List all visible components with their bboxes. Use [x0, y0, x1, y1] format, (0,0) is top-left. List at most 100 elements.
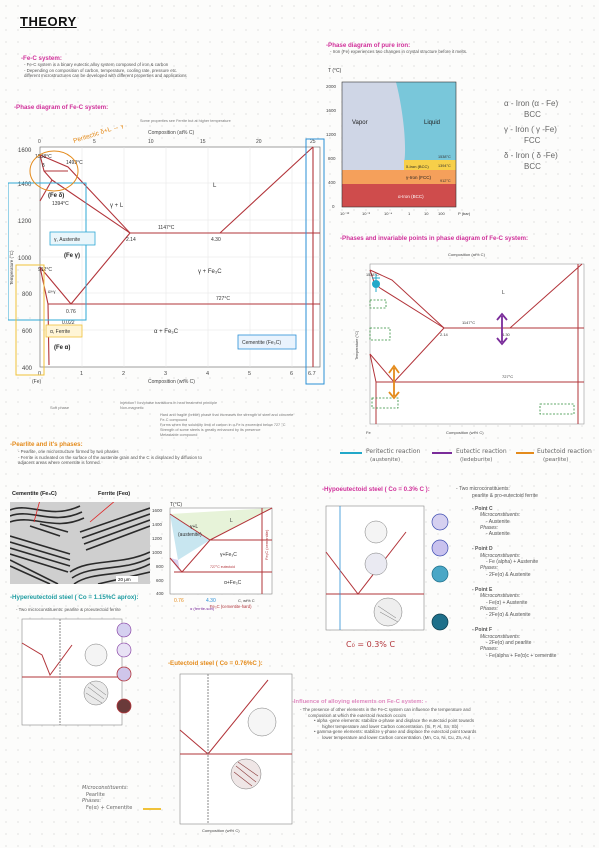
pi-alpha: α-Iron (BCC) [398, 194, 424, 199]
point-c-phases-label: Phases: [480, 524, 499, 531]
x-tick-3: 3 [164, 371, 167, 377]
hypo-line2: pearlite & pro-eutectoid ferrite [472, 492, 538, 499]
label-076: 0.76 [66, 309, 76, 315]
alloying-heading: -Influence of alloying elements on Fe-C … [292, 699, 427, 705]
inv-1538: 1538°C [366, 273, 379, 277]
peritectic-note: Peritectic δ+L → γ [72, 125, 125, 145]
mini-gFe3C: γ+Fe₃C [220, 552, 237, 558]
x-tick-2: 2 [122, 371, 125, 377]
iron-forms-list: α - Iron (α - Fe) BCC γ - Iron ( γ -Fe) … [504, 98, 558, 172]
iron-struct-delta: BCC [524, 162, 541, 171]
y-tick-1400: 1400 [18, 182, 32, 188]
fe-alpha-label: (Fe α) [54, 345, 70, 351]
pi-p-label: P (bar) [458, 211, 471, 216]
pi-x-2: 10⁻⁸ [362, 211, 371, 216]
y-axis-label: Temperature (°C) [9, 250, 14, 285]
legend-eutectic-arrow [432, 452, 452, 454]
inv-430: 4.30 [502, 332, 511, 337]
top-tick-3: 15 [200, 139, 206, 145]
fec-line-1: - Fe-C system is a binary eutectic alloy… [24, 62, 169, 67]
eutectoid-micro-label: Microconstituents: [82, 785, 129, 791]
alloying-text: - The presence of other elements in the … [300, 707, 476, 741]
mini-tick-1000: 1000 [152, 550, 163, 555]
soft-phase-note: Soft phase [50, 405, 70, 410]
label-1493: 1493°C [66, 160, 83, 166]
pi-delta: δ-Iron (BCC) [406, 164, 429, 169]
mini-tick-800: 800 [156, 564, 164, 569]
pi-y-800: 800 [328, 156, 336, 161]
alloy-line-3: • alpha -gene elements: stabilize α-phas… [314, 718, 475, 724]
mini-tick-400: 400 [156, 591, 164, 596]
point-d-micro: - Fe (alpha) + Austenite [486, 559, 539, 566]
pi-liquid: Liquid [424, 120, 440, 126]
legend-eutectoid-label: Eutectoid reaction [537, 448, 592, 455]
page-title: THEORY [20, 14, 77, 29]
pi-912: 912°C [440, 179, 451, 183]
mini-tick-600: 600 [156, 578, 164, 583]
austenite-label: γ, Austenite [54, 237, 80, 243]
iron-form-delta: δ - Iron ( δ -Fe) [504, 151, 558, 160]
point-e-phases-label: Phases: [480, 605, 499, 612]
label-912: 912°C [38, 267, 52, 273]
point-d-phases-label: Phases: [480, 565, 499, 572]
hypo-micro-icons [431, 513, 449, 631]
inv-1147: 1147°C [462, 320, 475, 325]
x-tick-0: 0 [38, 371, 41, 377]
pi-1394: 1394°C [438, 164, 451, 168]
point-d-name: - Point D [472, 546, 493, 553]
region-gFe3C: γ + Fe₃C [198, 269, 222, 275]
notes-bottom-left: Injection? Ion/phase transitions in heat… [120, 401, 217, 411]
region-L: L [213, 183, 217, 189]
mini-ferrite: α (ferrite-soft) [190, 606, 215, 611]
note-right-1: Hard and fragile (brittle) phase that in… [160, 413, 294, 417]
point-f: - Point F Microconstituents: - 2Fe(α) an… [472, 627, 556, 658]
pearlite-heading: -Pearlite and it's phases: [10, 441, 83, 448]
point-f-name: - Point F [472, 627, 492, 634]
mini-austenite: (austenite) [178, 532, 202, 538]
region-d: δ [42, 163, 45, 169]
point-e: - Point E Microconstituents: - Fe(α) + A… [472, 587, 556, 618]
pi-x-1: 10⁻¹² [340, 211, 350, 216]
cementite-caption: Cementite (Fe₃C) [12, 491, 57, 497]
y-tick-1600: 1600 [18, 148, 32, 154]
pearlite-mini-diagram: T(°C) 1600 1400 1200 1000 800 600 400 L … [152, 502, 273, 611]
mini-cementite: Fe₃C (cementite) [264, 529, 269, 560]
legend-peritectic-sub: (austenite) [370, 457, 401, 463]
hypo-micro-note: - Two microconstituents: pearlite & pro-… [456, 486, 538, 499]
top-tick-5: 25 [310, 139, 316, 145]
pi-y-0: 0 [332, 204, 335, 209]
x-tick-5: 5 [248, 371, 251, 377]
y-tick-1000: 1000 [18, 256, 32, 262]
note-right-3: Forms when the solubility limit of carbo… [160, 423, 286, 427]
hypo-line: - Two microconstituents: [456, 486, 510, 492]
hyper-diagram [21, 618, 123, 726]
pi-gamma: γ-Iron (FCC) [406, 175, 431, 180]
inv-top-axis: Composition (at% C) [448, 252, 486, 257]
pi-vapor: Vapor [352, 120, 368, 126]
notes-bottom-right: Hard and fragile (brittle) phase that in… [160, 413, 293, 438]
hyper-line: - Two microconstituents: pearlite & proe… [16, 607, 121, 612]
mini-076: 0.76 [174, 598, 184, 604]
mini-T: T(°C) [170, 502, 182, 508]
pearlite-line-3: adjacent areas where cementite is formed… [18, 460, 101, 466]
fe-delta-label: (Fe δ) [48, 193, 64, 199]
pi-y-2000: 2000 [326, 84, 337, 89]
iron-form-gamma: γ - Iron ( γ -Fe) [504, 125, 557, 134]
hypo-heading: -Hypoeutectoid steel ( Co = 0.3% C ): [322, 486, 430, 493]
mini-tick-1400: 1400 [152, 522, 163, 527]
micrograph-scale: 20 μm [118, 577, 131, 582]
point-d-phases: - 2Fe(α) & Austenite [486, 571, 531, 578]
eutectoid-phases-label: Phases: [82, 798, 102, 804]
pure-iron-heading: -Phase diagram of pure iron: [326, 42, 411, 49]
label-1147: 1147°C [158, 225, 175, 231]
region-aFe3C: α + Fe₃C [154, 329, 179, 335]
pi-x-4: 1 [408, 211, 411, 216]
mini-cementite-hard: Fe₃C (cementite-hard) [210, 604, 252, 609]
eutectoid-phases: Fe(α) + Cementite [86, 804, 133, 811]
pearlite-line-2: - Ferrite is nucleated on the surface of… [18, 454, 202, 460]
mini-gL: γ+L [190, 524, 198, 530]
eutectoid-diagram: Composition (wt% C) [179, 673, 293, 833]
x-tick-1: 1 [80, 371, 83, 377]
top-tick-0: 0 [38, 139, 41, 145]
y-tick-400: 400 [22, 366, 33, 372]
